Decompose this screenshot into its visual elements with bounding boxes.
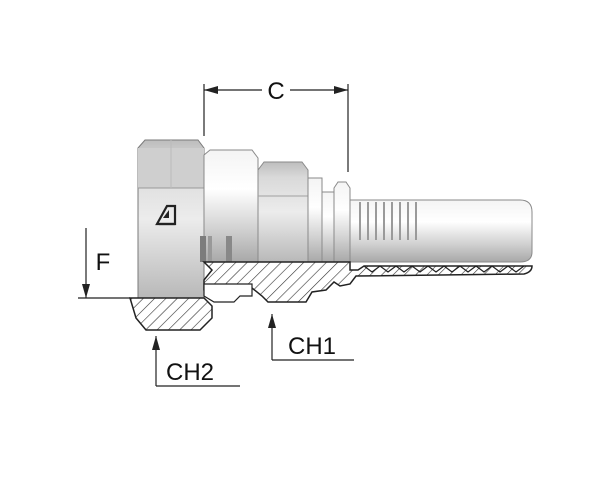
dimension-c: C bbox=[203, 78, 349, 172]
hex-ch1 bbox=[257, 161, 309, 263]
section-view bbox=[128, 261, 533, 331]
collar bbox=[307, 177, 351, 263]
dimension-c-label: C bbox=[267, 78, 284, 105]
fitting-body bbox=[200, 149, 259, 263]
manufacturer-logo-icon bbox=[155, 204, 177, 226]
ch2-label: CH2 bbox=[166, 359, 214, 386]
ch1-label: CH1 bbox=[288, 333, 336, 360]
swivel-nut bbox=[137, 139, 205, 299]
leader-ch2: CH2 bbox=[152, 336, 240, 387]
dimension-f-label: F bbox=[96, 249, 111, 276]
dimension-f: F bbox=[78, 228, 130, 299]
hose-tail bbox=[349, 199, 533, 263]
leader-ch1: CH1 bbox=[268, 314, 354, 361]
